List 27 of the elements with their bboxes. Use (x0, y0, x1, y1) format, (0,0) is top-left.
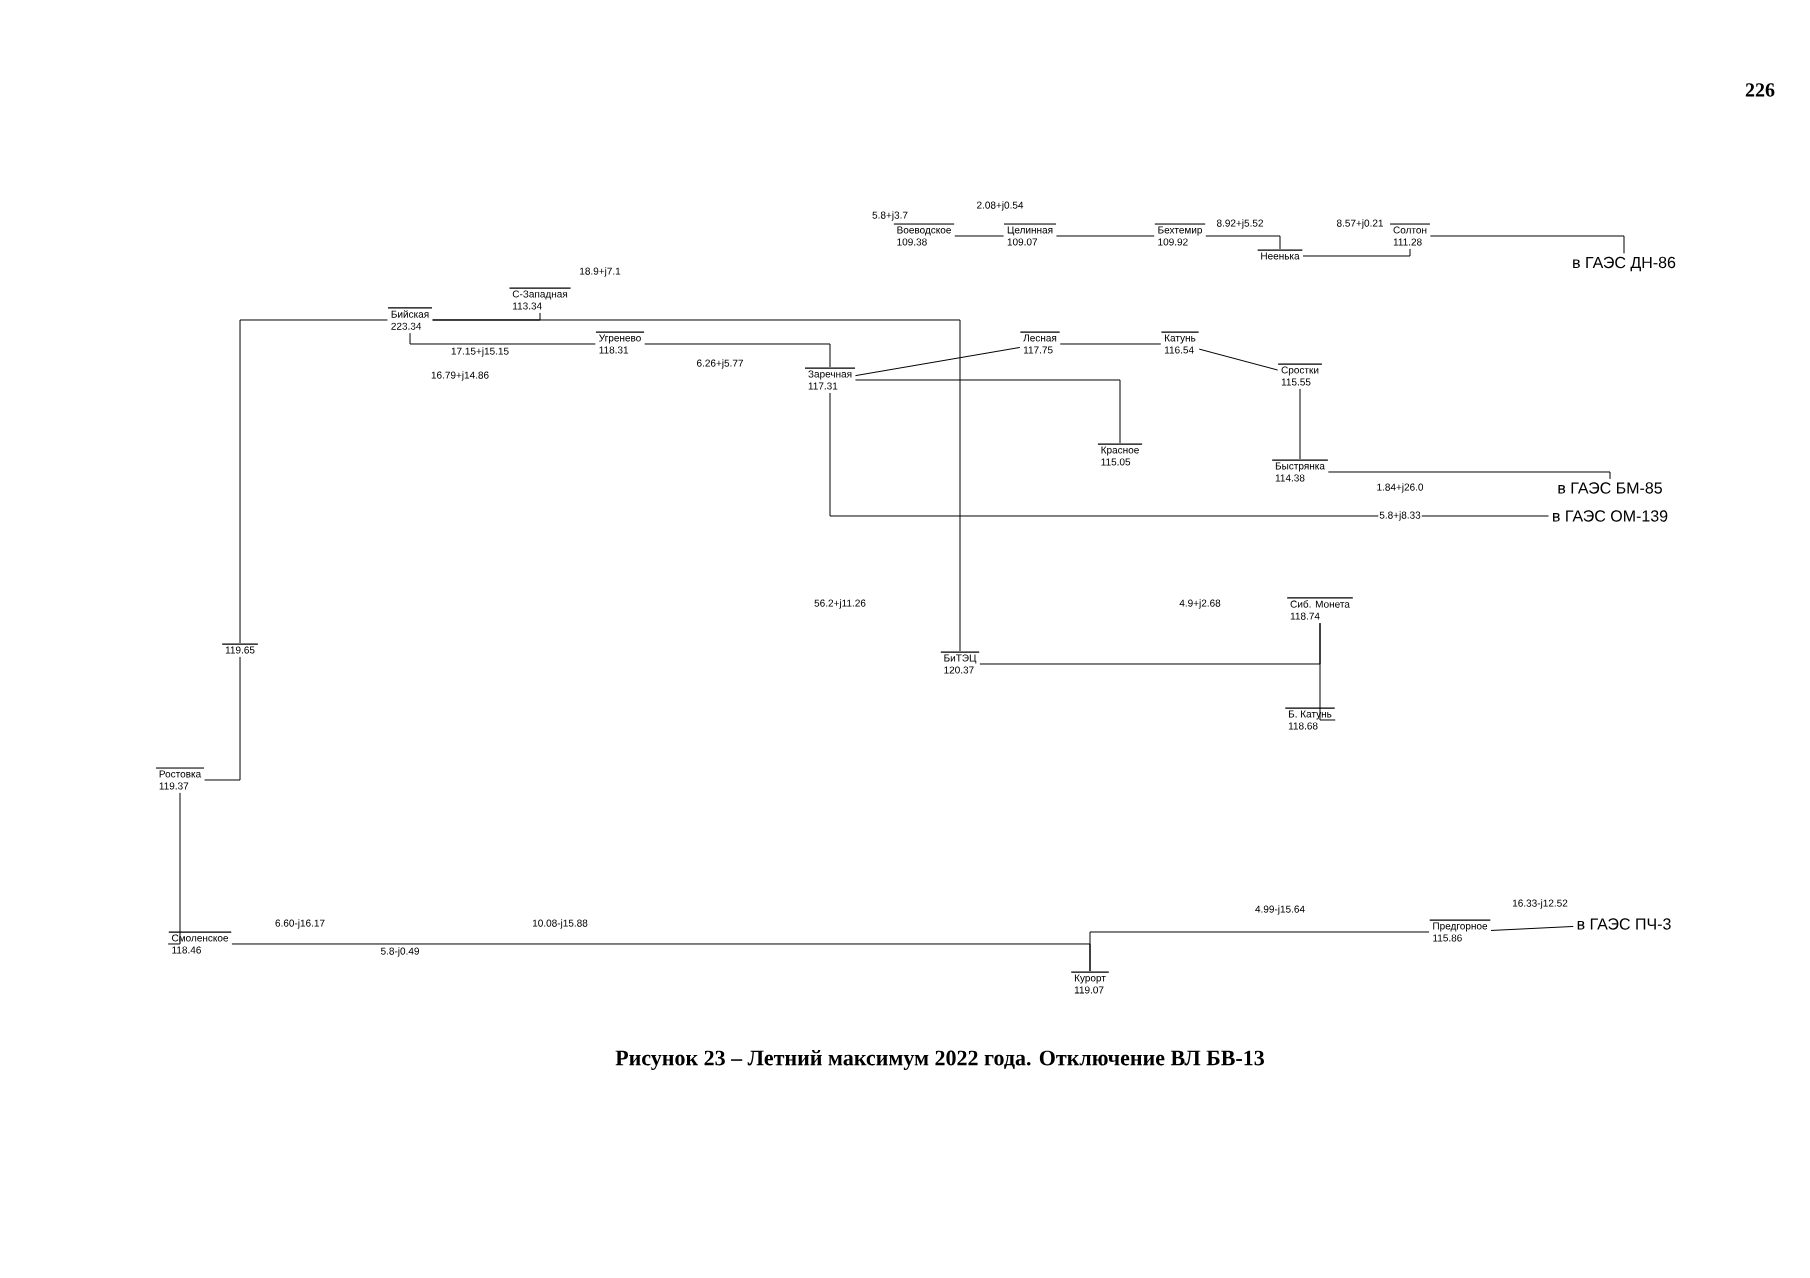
power-line (1429, 235, 1625, 254)
line-destination: в ГАЭС ПЧ-3 (1577, 918, 1671, 930)
page-number: 226 (1745, 83, 1775, 97)
power-line (1059, 343, 1162, 345)
power-line (854, 346, 1021, 377)
line-destination: в ГАЭС ОМ-139 (1553, 510, 1668, 522)
power-line (1299, 388, 1301, 460)
power-line (1198, 348, 1279, 371)
power-line (1055, 235, 1155, 237)
power-line (829, 392, 1550, 517)
power-line (167, 792, 181, 945)
power-line (432, 319, 961, 652)
power-line (1319, 622, 1336, 721)
power-line (1302, 248, 1411, 257)
power-line (854, 379, 1121, 444)
power-line (409, 332, 596, 345)
power-line (954, 235, 1005, 237)
power-line (1089, 931, 1430, 972)
line-destination: в ГАЭС БМ-85 (1558, 482, 1662, 494)
power-line (239, 319, 388, 644)
line-destination: в ГАЭС ДН-86 (1573, 256, 1676, 272)
power-line (1205, 235, 1281, 250)
caption: Рисунок 23 – Летний максимум 2022 года. Отключение ВЛ БВ-13 (615, 1050, 1264, 1070)
power-line (1327, 471, 1611, 480)
power-line (644, 343, 831, 368)
power-line (204, 656, 241, 781)
power-line (1490, 925, 1574, 931)
